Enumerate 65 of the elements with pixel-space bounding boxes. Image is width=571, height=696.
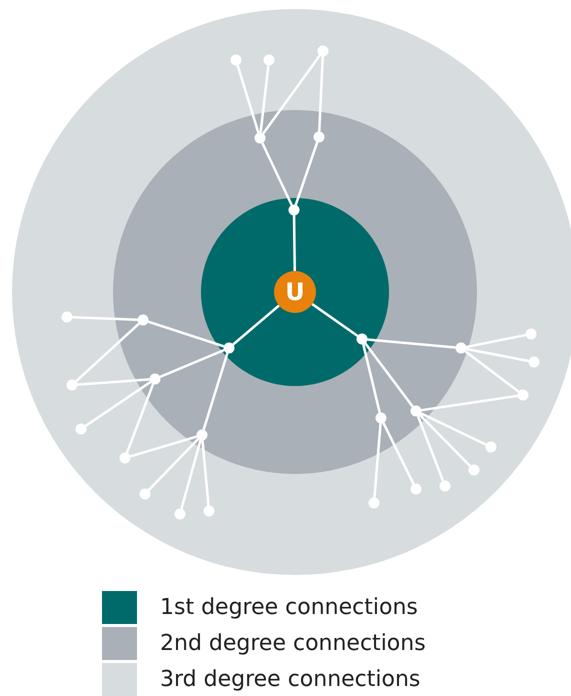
connection-line — [466, 334, 526, 348]
connection-node-dot — [224, 342, 234, 354]
connection-line — [464, 350, 520, 393]
connection-line — [126, 384, 154, 454]
connection-node-dot — [368, 498, 380, 508]
connection-node-dot — [376, 412, 386, 424]
connection-node-dot — [264, 54, 274, 66]
connection-line — [292, 215, 296, 272]
connection-node-dot — [174, 508, 186, 520]
connection-node-dot — [138, 314, 148, 326]
connection-node-dot — [196, 430, 208, 440]
connection-line — [420, 412, 487, 446]
connection-line — [367, 338, 456, 349]
connection-node-dot — [140, 488, 150, 500]
connection-line — [416, 416, 444, 482]
connection-node-dot — [410, 484, 422, 494]
connection-node-dot — [62, 312, 72, 322]
connection-line — [202, 352, 229, 430]
connection-node-dot — [356, 334, 368, 344]
connection-line — [262, 54, 321, 134]
connection-node-dot — [456, 342, 466, 354]
connection-node-dot — [254, 132, 266, 144]
connection-node-dot — [66, 380, 78, 390]
connection-line — [77, 378, 150, 386]
connection-line — [236, 64, 260, 134]
connection-line — [418, 414, 472, 467]
connection-line — [148, 438, 200, 491]
connection-node-dot — [486, 442, 496, 452]
connection-line — [148, 320, 224, 348]
connection-node-dot — [204, 506, 214, 516]
connection-line — [160, 348, 224, 378]
connection-node-dot — [288, 204, 300, 216]
legend-label: 2nd degree connections — [160, 631, 426, 657]
connection-node-dot — [410, 406, 422, 416]
connection-line — [84, 381, 152, 427]
connection-line — [130, 435, 198, 458]
connection-node-dot — [518, 390, 528, 400]
connection-node-dot — [440, 480, 450, 492]
connection-line — [311, 303, 358, 337]
connection-line — [362, 344, 381, 413]
connection-node-dot — [230, 54, 242, 66]
connection-line — [72, 316, 138, 322]
connection-line — [75, 322, 140, 382]
connection-line — [259, 65, 270, 133]
connection-line — [294, 142, 318, 206]
connection-line — [421, 394, 518, 412]
connection-line — [466, 348, 529, 362]
connection-node-dot — [528, 356, 540, 368]
connection-line — [232, 304, 280, 346]
connection-node-dot — [314, 132, 324, 142]
connection-line — [382, 422, 415, 485]
connection-line — [201, 440, 210, 506]
legend-label: 3rd degree connections — [160, 667, 420, 693]
connection-node-dot — [150, 374, 160, 384]
connection-node-dot — [76, 424, 86, 434]
connection-line — [318, 56, 324, 132]
connection-line — [373, 423, 382, 498]
connection-line — [261, 142, 293, 206]
connection-node-dot — [526, 328, 536, 340]
connection-node-dot — [318, 46, 328, 56]
connection-node-dot — [120, 452, 130, 464]
connection-node-dot — [468, 464, 480, 476]
connection-line — [180, 440, 202, 510]
connection-line — [364, 342, 414, 408]
legend-label: 1st degree connections — [160, 595, 418, 621]
